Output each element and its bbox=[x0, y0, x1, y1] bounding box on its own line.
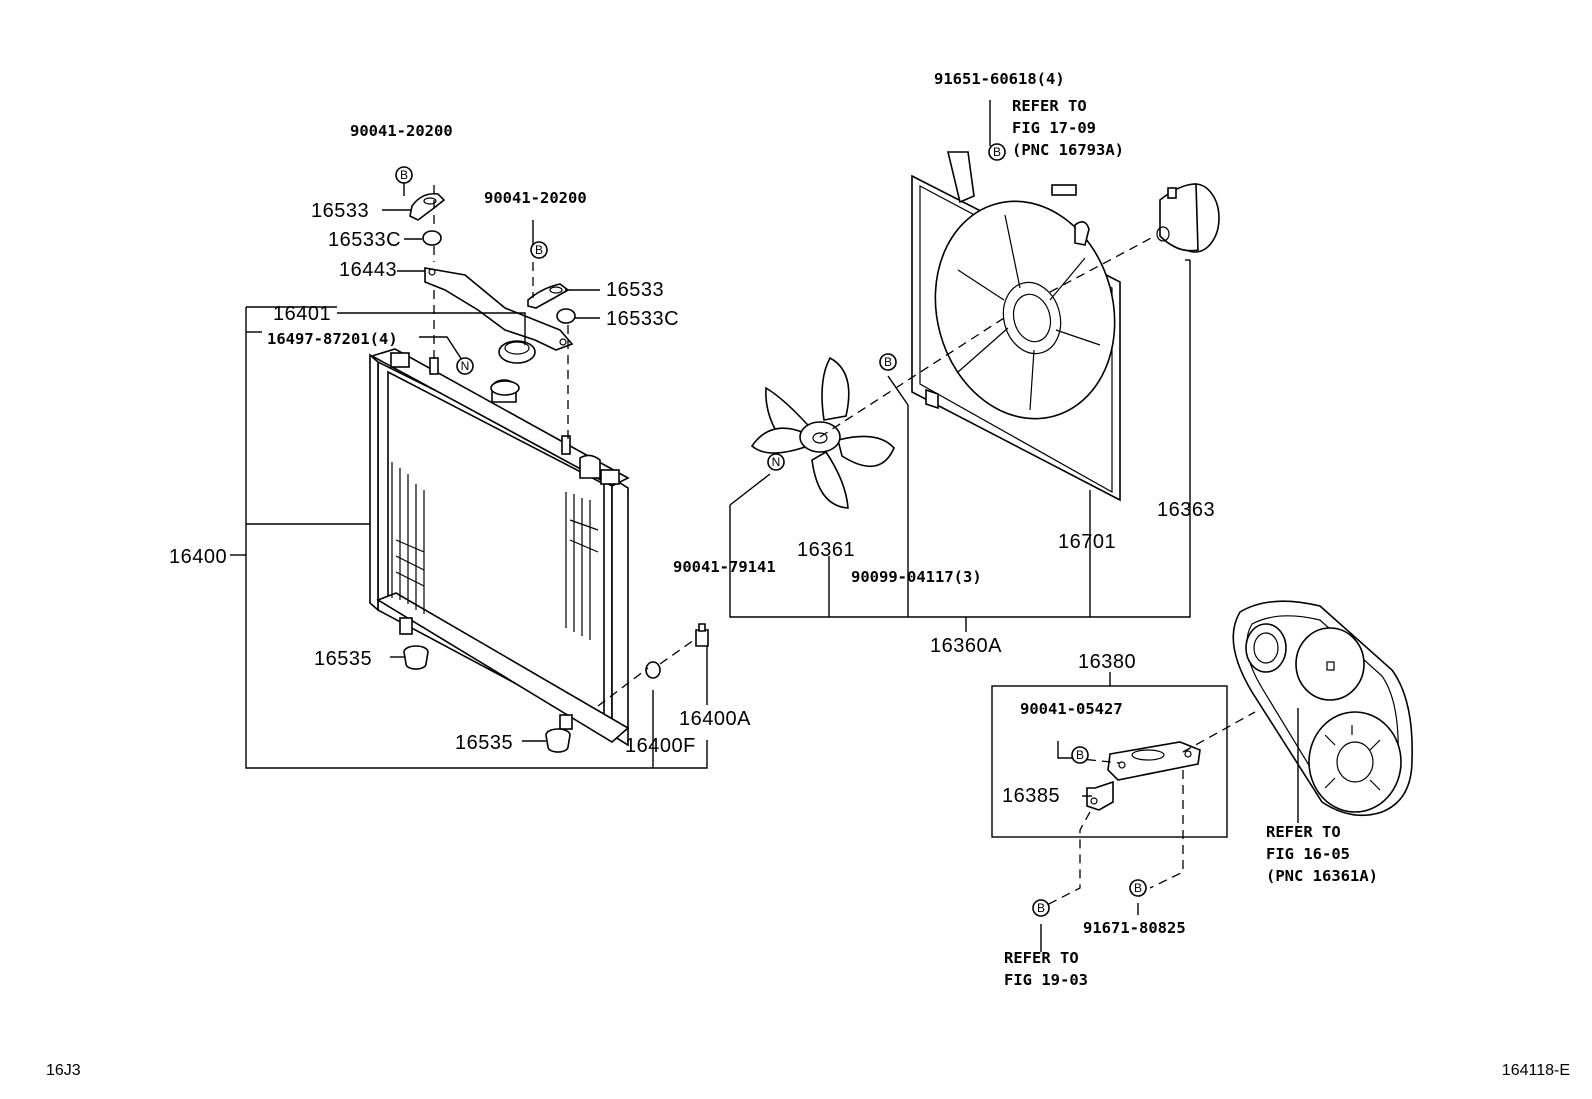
ref-fig1605-line3: (PNC 16361A) bbox=[1266, 867, 1378, 885]
label-16400: 16400 bbox=[169, 546, 227, 568]
radiator-group bbox=[230, 168, 709, 769]
svg-text:B: B bbox=[1037, 901, 1045, 915]
label-16400a: 16400A bbox=[679, 708, 751, 730]
cushion-16535-a bbox=[403, 645, 429, 670]
label-16380: 16380 bbox=[1078, 651, 1136, 673]
label-90041-20200-b: 90041-20200 bbox=[484, 189, 587, 207]
label-16401: 16401 bbox=[273, 303, 331, 325]
fan-motor-16363 bbox=[1156, 183, 1220, 253]
fan-shroud-group bbox=[729, 100, 1220, 632]
svg-text:N: N bbox=[461, 359, 470, 373]
mark-b-3: B bbox=[988, 143, 1006, 161]
svg-text:B: B bbox=[884, 355, 892, 369]
fan-blade-16361 bbox=[750, 356, 895, 509]
svg-text:B: B bbox=[535, 243, 543, 257]
footer-right-code: 164118-E bbox=[1502, 1062, 1570, 1079]
label-16497-87201: 16497-87201(4) bbox=[267, 330, 398, 348]
label-16533-b: 16533 bbox=[606, 279, 664, 301]
mark-b-1: B bbox=[395, 166, 413, 184]
clamp-16533-left bbox=[409, 192, 446, 221]
label-16385: 16385 bbox=[1002, 785, 1060, 807]
cushion-16533c-left bbox=[422, 230, 442, 246]
svg-text:B: B bbox=[1134, 881, 1142, 895]
bracket-16385 bbox=[1086, 780, 1114, 811]
ref-fig1903-line2: FIG 19-03 bbox=[1004, 971, 1088, 989]
clamp-16533-right bbox=[527, 283, 570, 309]
svg-text:B: B bbox=[993, 145, 1001, 159]
bracket-box-16380 bbox=[991, 672, 1256, 952]
label-16363: 16363 bbox=[1157, 499, 1215, 521]
plate-bracket bbox=[1107, 741, 1201, 781]
mark-b-4: B bbox=[879, 353, 897, 371]
label-16535-b: 16535 bbox=[455, 732, 513, 754]
label-16535-a: 16535 bbox=[314, 648, 372, 670]
pulley-group bbox=[1232, 600, 1413, 823]
label-16400f: 16400F bbox=[625, 735, 696, 757]
drain-cock bbox=[695, 623, 709, 647]
mark-b-5: B bbox=[1071, 746, 1089, 764]
cushion-16535-b bbox=[545, 728, 571, 753]
mark-n-1: N bbox=[456, 357, 474, 375]
ref-fig1709-line1: REFER TO bbox=[1012, 97, 1087, 115]
label-16443: 16443 bbox=[339, 259, 397, 281]
svg-text:B: B bbox=[1076, 748, 1084, 762]
fan-shroud-16701 bbox=[911, 151, 1121, 502]
cushion-16533c-right bbox=[556, 308, 576, 324]
radiator-core bbox=[369, 348, 630, 747]
ref-fig1605-line1: REFER TO bbox=[1266, 823, 1341, 841]
ref-fig1903-line1: REFER TO bbox=[1004, 949, 1079, 967]
footer-left-code: 16J3 bbox=[46, 1062, 81, 1079]
label-16361: 16361 bbox=[797, 539, 855, 561]
label-90041-20200-a: 90041-20200 bbox=[350, 122, 453, 140]
ref-fig1709-line2: FIG 17-09 bbox=[1012, 119, 1096, 137]
label-90099-04117: 90099-04117(3) bbox=[851, 568, 982, 586]
svg-text:N: N bbox=[772, 455, 781, 469]
label-16701: 16701 bbox=[1058, 531, 1116, 553]
mark-n-2: N bbox=[767, 453, 785, 471]
label-90041-05427: 90041-05427 bbox=[1020, 700, 1123, 718]
ref-fig1709-line3: (PNC 16793A) bbox=[1012, 141, 1124, 159]
label-16533c-a: 16533C bbox=[328, 229, 401, 251]
label-16533-a: 16533 bbox=[311, 200, 369, 222]
support-bracket-16443 bbox=[424, 267, 574, 351]
marks: B B N B B N B B B bbox=[395, 143, 1147, 917]
mark-b-6: B bbox=[1032, 899, 1050, 917]
ref-fig1605-line2: FIG 16-05 bbox=[1266, 845, 1350, 863]
radiator-cap bbox=[498, 340, 536, 364]
label-16360a: 16360A bbox=[930, 635, 1002, 657]
label-91651-60618: 91651-60618(4) bbox=[934, 70, 1065, 88]
mark-b-7: B bbox=[1129, 879, 1147, 897]
label-16533c-b: 16533C bbox=[606, 308, 679, 330]
part-labels: 90041-20200 16533 16533C 16443 90041-202… bbox=[169, 70, 1378, 989]
svg-text:B: B bbox=[400, 168, 408, 182]
drain-oring bbox=[645, 661, 661, 679]
label-90041-79141: 90041-79141 bbox=[673, 558, 776, 576]
label-91671-80825: 91671-80825 bbox=[1083, 919, 1186, 937]
mark-b-2: B bbox=[530, 241, 548, 259]
